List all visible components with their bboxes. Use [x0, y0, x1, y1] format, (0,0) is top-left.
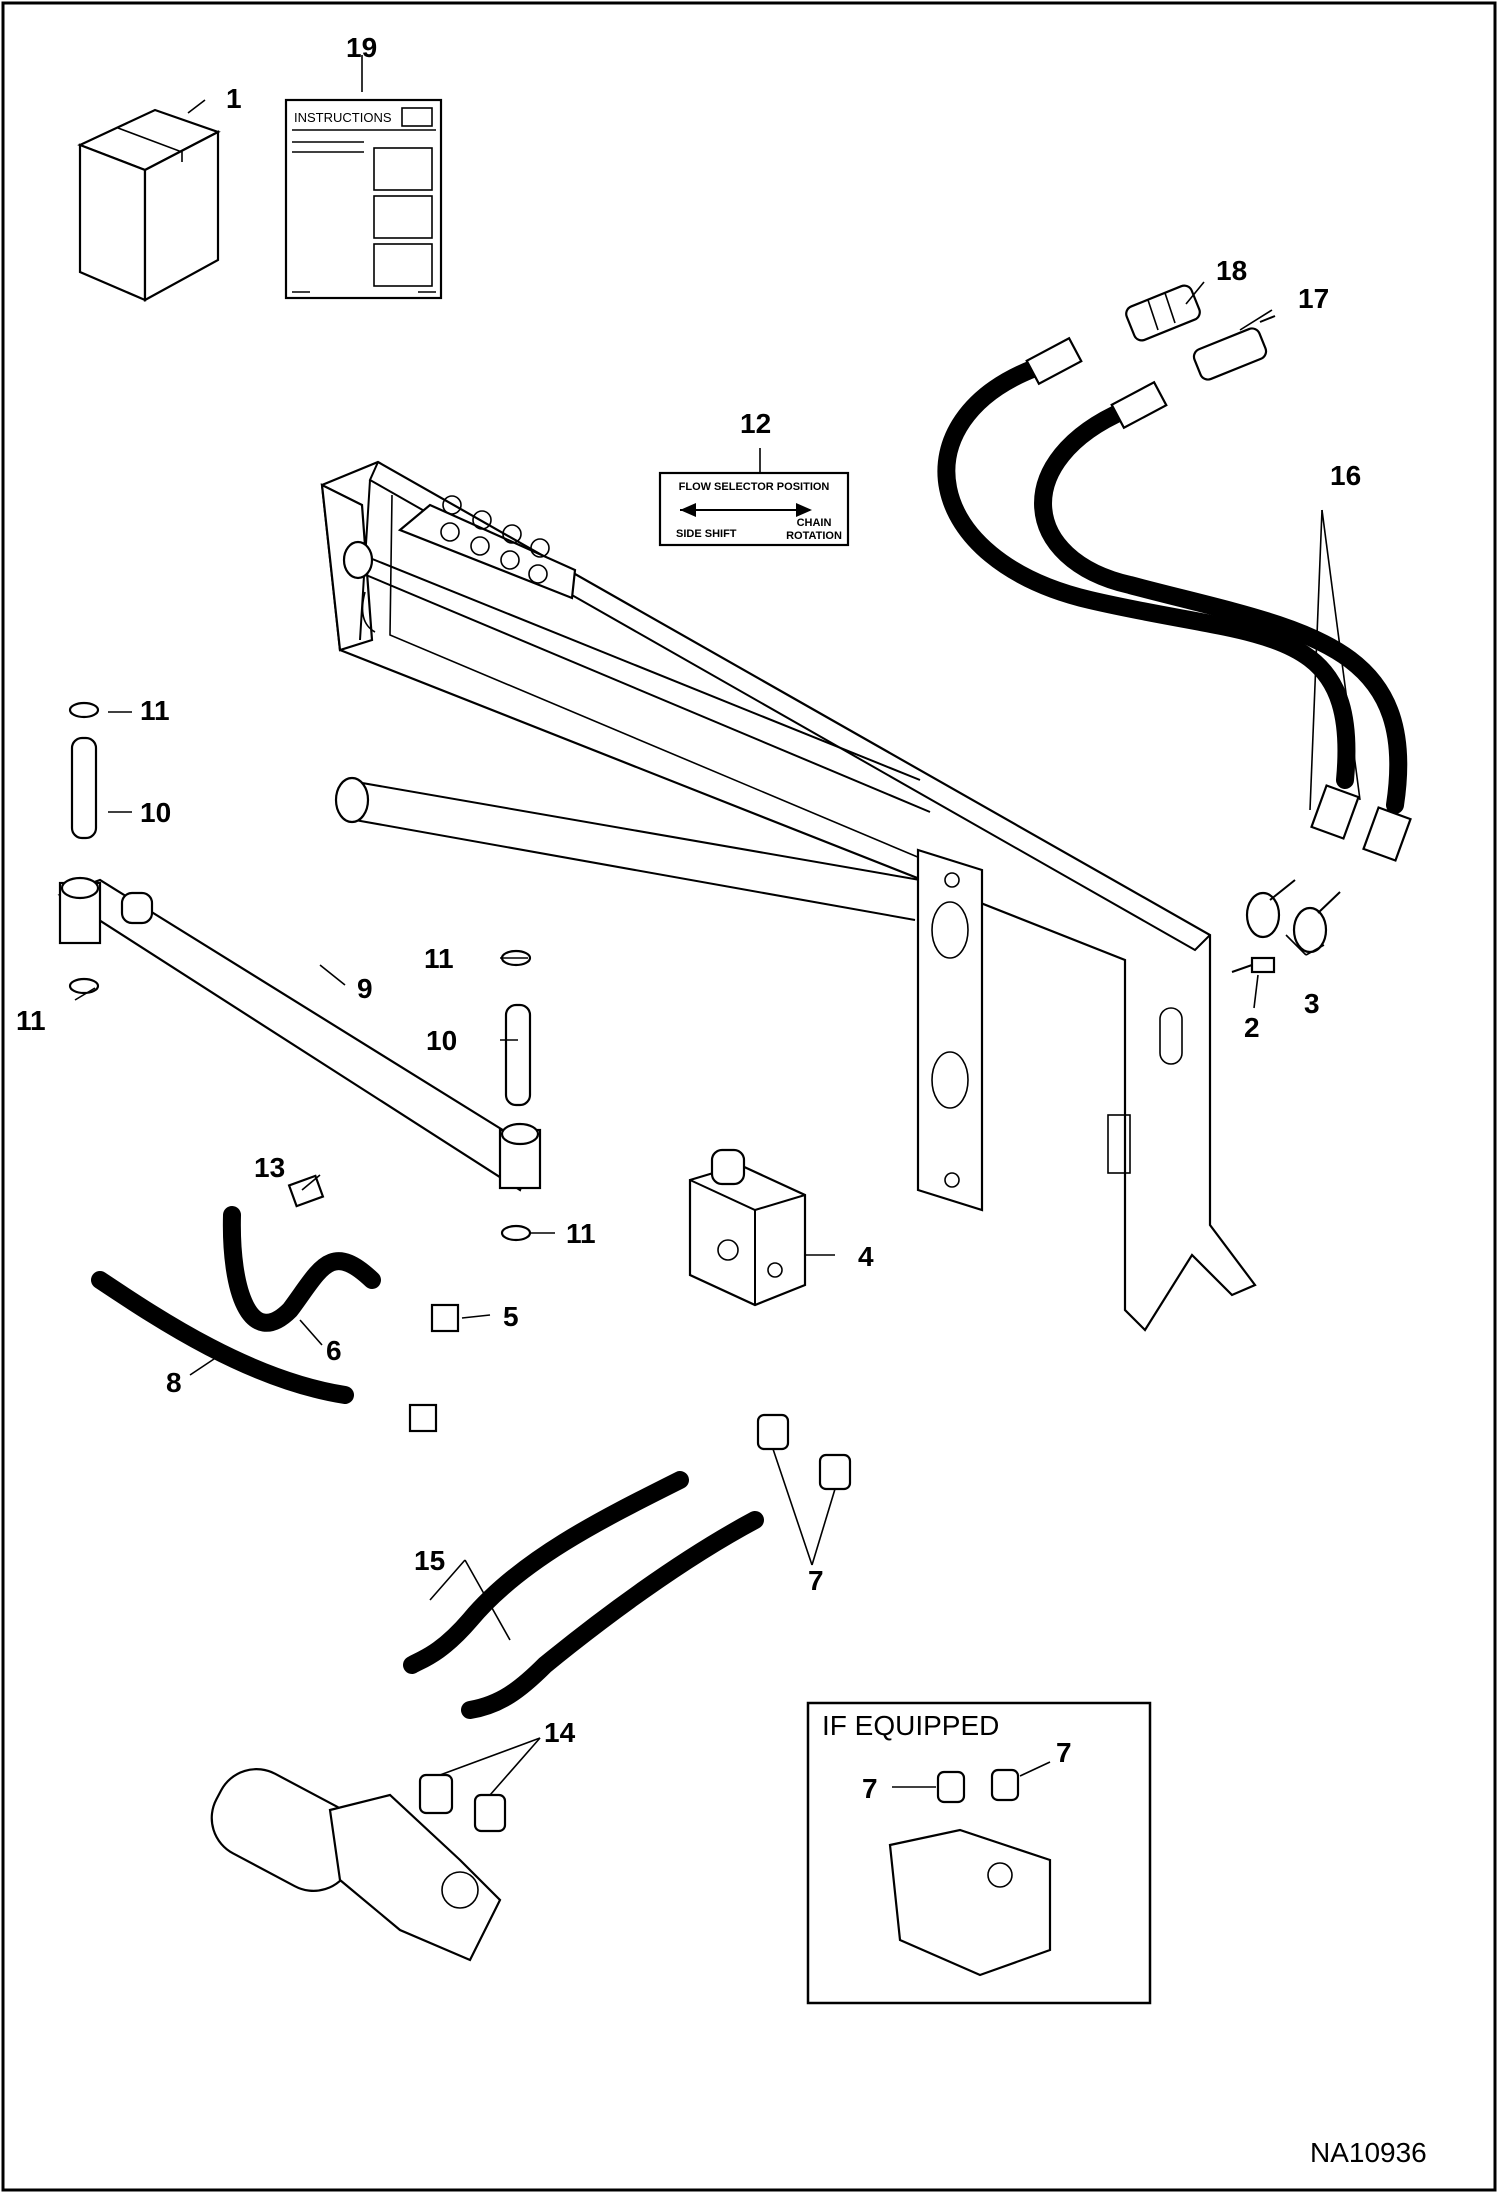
adapters-14	[418, 1773, 507, 1833]
callout-7c: 7	[1056, 1737, 1072, 1768]
callout-3: 3	[1304, 988, 1320, 1019]
valve-block-icon	[688, 1148, 807, 1307]
hydraulic-motor-icon	[210, 1768, 502, 1962]
callout-16: 16	[1330, 460, 1361, 491]
callout-11a: 11	[140, 695, 170, 726]
coupler-18	[1125, 284, 1201, 342]
if-equipped-inset: IF EQUIPPED	[806, 1701, 1152, 2005]
figure-code: NA10936	[1310, 2137, 1427, 2168]
instructions-label: INSTRUCTIONS	[294, 110, 392, 125]
hose-6	[222, 1206, 381, 1332]
callout-15: 15	[414, 1545, 445, 1576]
leader-lines	[74, 55, 1361, 1796]
hose-15b	[461, 1511, 764, 1719]
pin-10-upper	[70, 736, 98, 840]
callout-2: 2	[1244, 1012, 1260, 1043]
fitting-5	[430, 1303, 460, 1333]
callouts: 1 19 12 18 17 16 2 3 4 5 6 8 13 9 10 10 …	[16, 32, 1361, 1804]
coupler-17	[1192, 315, 1276, 381]
callout-4: 4	[858, 1241, 874, 1272]
decal-icon: FLOW SELECTOR POSITION SIDE SHIFT CHAIN …	[658, 471, 850, 547]
callout-10b: 10	[426, 1025, 457, 1056]
callout-5: 5	[503, 1301, 519, 1332]
callout-13: 13	[254, 1152, 285, 1183]
decal-right-text-1: CHAIN	[797, 517, 832, 529]
instruction-manual-icon: INSTRUCTIONS	[284, 98, 443, 300]
callout-9: 9	[357, 973, 373, 1004]
parts-box-icon	[77, 108, 221, 302]
callout-14: 14	[544, 1717, 576, 1748]
hose-assembly-16	[937, 336, 1412, 862]
callout-17: 17	[1298, 283, 1329, 314]
callout-7b: 7	[862, 1773, 878, 1804]
cylinder-9	[57, 876, 542, 1192]
callout-6: 6	[326, 1335, 342, 1366]
elbow-end-8	[408, 1403, 438, 1433]
callout-18: 18	[1216, 255, 1247, 286]
bolt-2	[1231, 956, 1276, 974]
callout-10a: 10	[140, 797, 171, 828]
callout-19: 19	[346, 32, 377, 63]
callout-12: 12	[740, 408, 771, 439]
callout-11b: 11	[424, 943, 454, 974]
callout-8: 8	[166, 1367, 182, 1398]
inset-title: IF EQUIPPED	[822, 1710, 999, 1741]
decal-title: FLOW SELECTOR POSITION	[679, 481, 830, 493]
fitting-13	[287, 1174, 325, 1208]
pin-10-lower	[504, 1003, 532, 1107]
hose-8	[91, 1271, 354, 1404]
callout-11c: 11	[566, 1218, 596, 1249]
hose-15a	[403, 1471, 689, 1674]
callout-11d: 11	[16, 1005, 46, 1036]
decal-left-text: SIDE SHIFT	[676, 528, 737, 540]
callout-7a: 7	[808, 1565, 824, 1596]
elbow-fittings-3	[1245, 879, 1341, 954]
mounting-frame	[320, 460, 1257, 1332]
callout-1: 1	[226, 83, 242, 114]
snap-rings-11	[68, 701, 532, 1242]
decal-right-text-2: ROTATION	[786, 530, 842, 542]
adapters-7	[756, 1413, 852, 1491]
